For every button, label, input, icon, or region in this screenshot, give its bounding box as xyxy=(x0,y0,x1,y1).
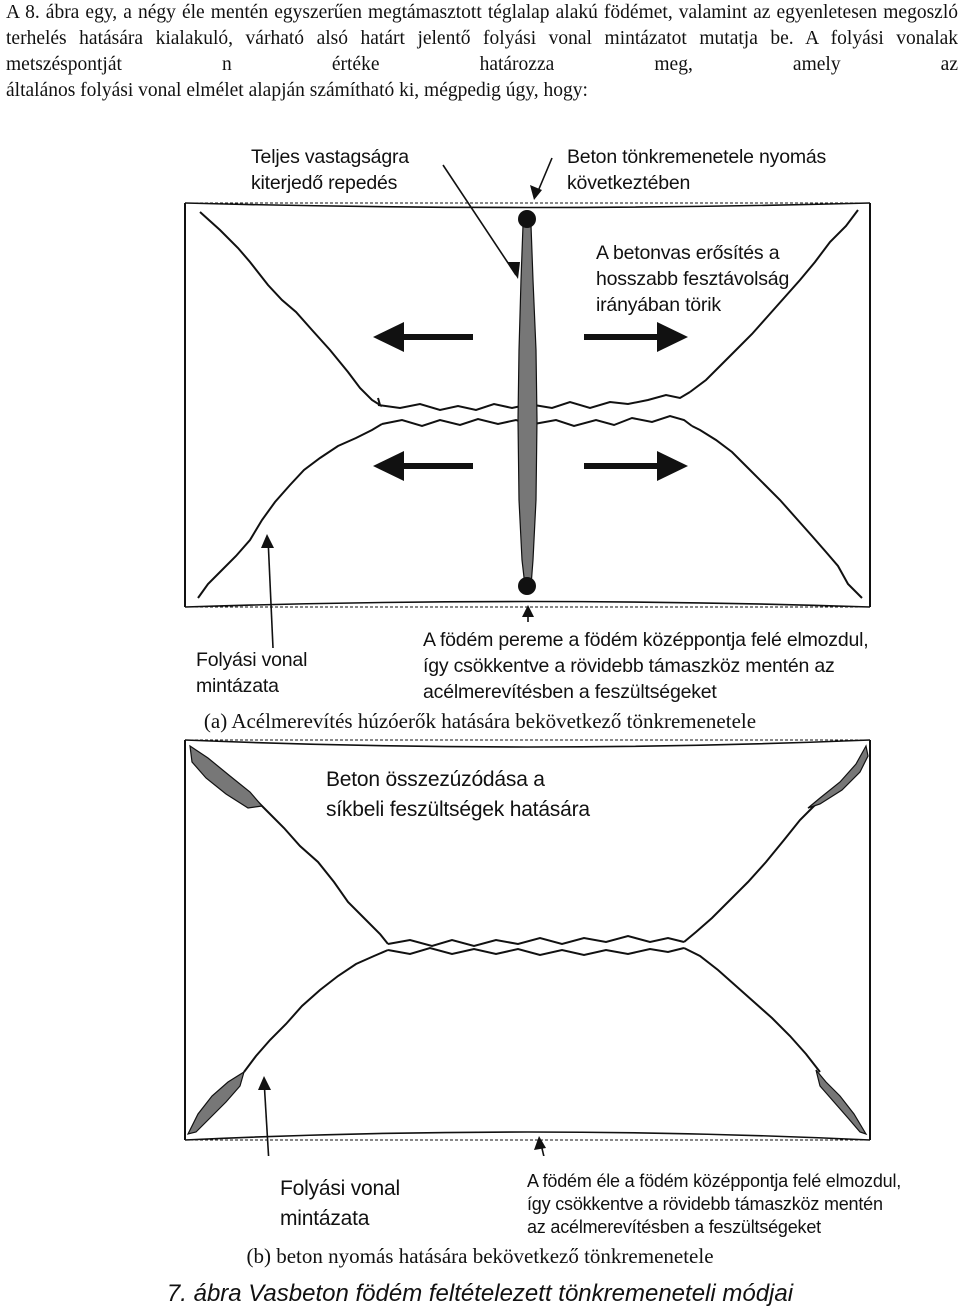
figure-b-drawing xyxy=(184,739,871,1156)
crack-end-bottom xyxy=(518,577,536,595)
intro-line-1: A 8. ábra egy, a négy éle mentén egyszer… xyxy=(6,2,748,23)
arrow-right-lower xyxy=(584,451,688,481)
crush-zone-br xyxy=(815,1069,868,1136)
central-crack-band xyxy=(517,224,538,587)
label-a-steel: A betonvas erősítés a hosszabb fesztávol… xyxy=(596,242,790,316)
crush-zone-tl xyxy=(189,744,264,809)
arrow-left-upper xyxy=(373,322,473,352)
intro-paragraph: A 8. ábra egy, a négy éle mentén egyszer… xyxy=(6,0,958,104)
label-a-crack: Teljes vastagságra kiterjedő repedés xyxy=(251,146,409,194)
label-b-pattern: Folyási vonal mintázata xyxy=(280,1177,400,1230)
yield-line-b-tr xyxy=(683,801,819,943)
label-a-pattern: Folyási vonal mintázata xyxy=(196,649,308,697)
slab-b-bottom-edge xyxy=(184,1131,871,1141)
label-b-edge: A födém éle a födém középpontja felé elm… xyxy=(527,1171,902,1237)
yield-line-b-bl xyxy=(243,949,389,1073)
arrow-right-upper xyxy=(584,322,688,352)
label-b-crushing: Beton összezúzódása a síkbeli feszültség… xyxy=(326,768,590,821)
yield-line-a-right-lower xyxy=(533,414,693,428)
yield-line-b-center-lower xyxy=(387,946,685,957)
intro-line-2: az egyenletesen megoszló terhelés hatásá… xyxy=(6,2,958,49)
yield-line-a-right-upper xyxy=(533,391,691,410)
yield-line-b-br xyxy=(683,947,821,1073)
intro-line-3: mintázatot mutatja be. A folyási vonalak… xyxy=(6,28,959,75)
crush-zone-tr xyxy=(807,744,869,809)
yield-line-a-left-upper xyxy=(377,402,527,412)
label-a-edge: A födém pereme a födém középpontja felé … xyxy=(423,629,869,703)
yield-line-a-tr xyxy=(689,209,859,393)
pointer-pattern-a xyxy=(267,537,274,649)
yield-line-b-center-upper xyxy=(387,934,685,948)
caption-a: (a) Acélmerevítés húzóerők hatására bekö… xyxy=(203,709,757,733)
slab-a-top-edge xyxy=(184,202,871,209)
slab-a-bottom-edge xyxy=(184,600,871,608)
pointer-crack xyxy=(442,164,517,276)
yield-line-a-tl xyxy=(199,211,382,408)
arrow-left-lower xyxy=(373,451,473,481)
yield-line-b-tl xyxy=(251,795,389,945)
pointer-pattern-b xyxy=(263,1079,270,1156)
figure-a-drawing xyxy=(184,157,871,649)
crush-zone-bl xyxy=(186,1070,246,1135)
intro-line-4: általános folyási vonal elmélet alapján … xyxy=(6,80,588,101)
slab-b-top-edge xyxy=(184,739,871,748)
yield-line-a-bl xyxy=(197,423,383,599)
yield-line-a-left-lower xyxy=(381,417,527,428)
caption-b: (b) beton nyomás hatására bekövetkező tö… xyxy=(246,1244,714,1268)
yield-line-a-br xyxy=(691,425,863,599)
figure-caption: 7. ábra Vasbeton födém feltételezett tön… xyxy=(166,1280,794,1307)
crack-end-top xyxy=(518,210,536,228)
label-a-crushing: Beton tönkremenetele nyomás következtébe… xyxy=(567,146,827,194)
